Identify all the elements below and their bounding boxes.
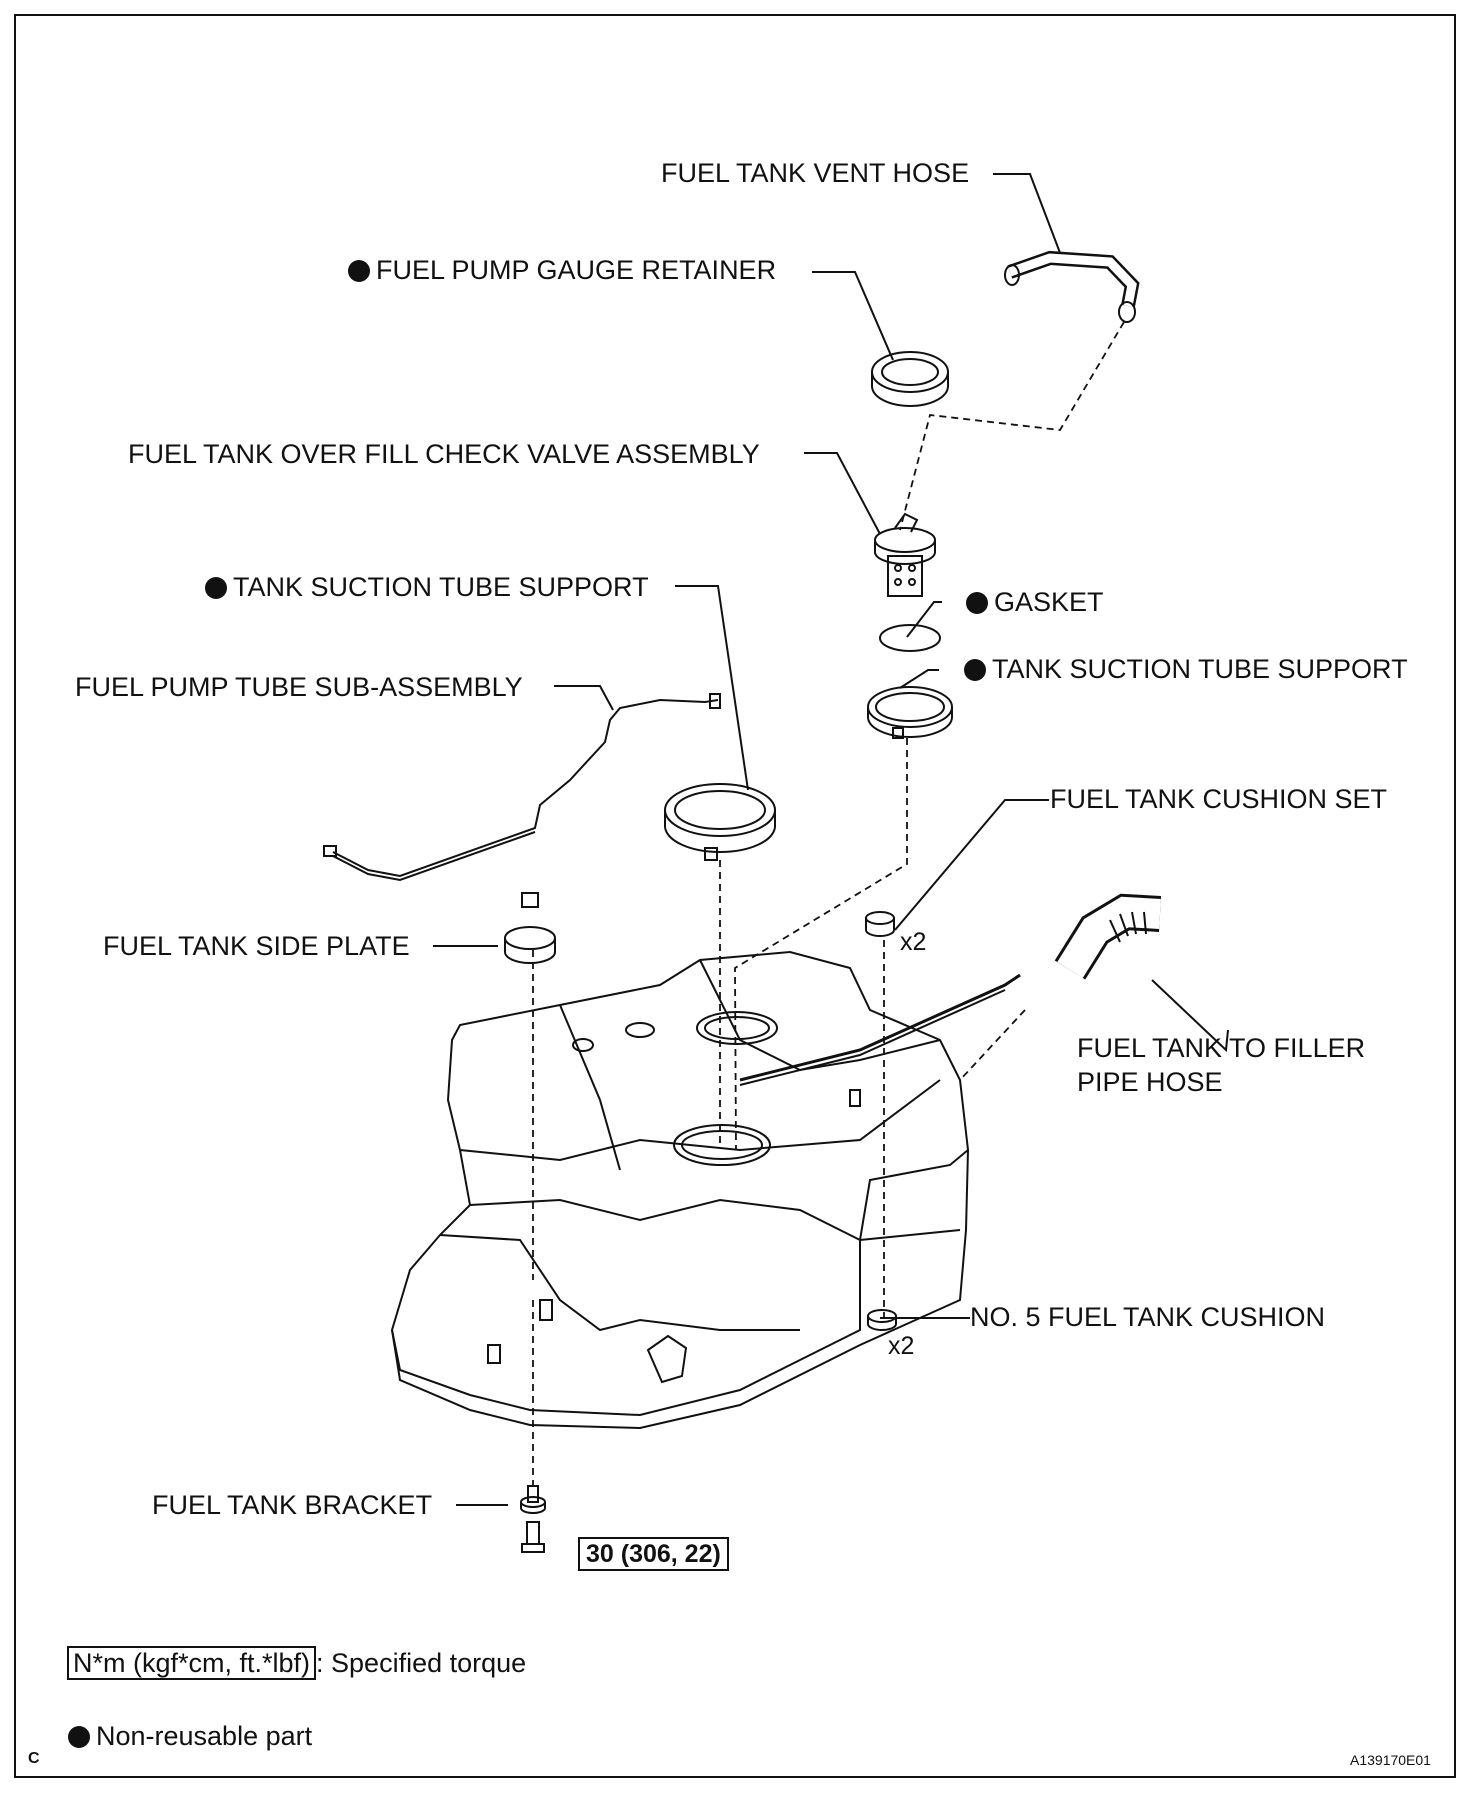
label-gauge-retainer-text: FUEL PUMP GAUGE RETAINER bbox=[376, 255, 777, 285]
bolt-part bbox=[521, 1521, 545, 1553]
non-reusable-dot-icon bbox=[964, 659, 986, 681]
label-suction-support-left-text: TANK SUCTION TUBE SUPPORT bbox=[233, 572, 649, 602]
label-gasket-text: GASKET bbox=[994, 587, 1104, 617]
corner-code-left: C bbox=[28, 1750, 40, 1767]
label-vent-hose: FUEL TANK VENT HOSE bbox=[661, 158, 970, 188]
diagram-frame bbox=[14, 14, 1456, 1778]
label-suction-support-left: TANK SUCTION TUBE SUPPORT bbox=[205, 572, 649, 602]
legend-nonreusable-text: Non-reusable part bbox=[96, 1721, 313, 1751]
label-filler-hose-line1: FUEL TANK TO FILLER bbox=[1077, 1033, 1366, 1063]
pump-tube-part bbox=[323, 693, 721, 882]
label-side-plate: FUEL TANK SIDE PLATE bbox=[103, 931, 410, 961]
qty-no5-cushion: x2 bbox=[888, 1332, 915, 1360]
qty-cushion-set: x2 bbox=[900, 928, 927, 956]
label-gasket: GASKET bbox=[966, 587, 1104, 617]
legend-torque-box: N*m (kgf*cm, ft.*lbf) bbox=[67, 1646, 317, 1680]
legend-nonreusable: Non-reusable part bbox=[68, 1721, 312, 1751]
suction-support-left-part bbox=[664, 783, 776, 861]
check-valve-part bbox=[874, 512, 936, 597]
label-suction-support-right-text: TANK SUCTION TUBE SUPPORT bbox=[992, 654, 1408, 684]
vent-hose-part bbox=[1004, 250, 1140, 323]
non-reusable-dot-icon bbox=[348, 260, 370, 282]
label-no5-cushion: NO. 5 FUEL TANK CUSHION bbox=[970, 1302, 1326, 1332]
label-bracket: FUEL TANK BRACKET bbox=[152, 1490, 433, 1520]
fuel-tank-body bbox=[390, 950, 1021, 1430]
corner-code-right: A139170E01 bbox=[1350, 1752, 1431, 1768]
legend-torque-text: : Specified torque bbox=[316, 1648, 527, 1678]
label-filler-hose-line2: PIPE HOSE bbox=[1077, 1067, 1223, 1097]
cushion-set-part bbox=[865, 911, 895, 937]
bracket-part bbox=[520, 1485, 546, 1514]
non-reusable-dot-icon bbox=[68, 1726, 90, 1748]
torque-spec-box: 30 (306, 22) bbox=[578, 1537, 729, 1571]
non-reusable-dot-icon bbox=[205, 577, 227, 599]
label-check-valve: FUEL TANK OVER FILL CHECK VALVE ASSEMBLY bbox=[128, 439, 760, 469]
gauge-retainer-part bbox=[871, 351, 949, 407]
label-gauge-retainer: FUEL PUMP GAUGE RETAINER bbox=[348, 255, 776, 285]
suction-support-right-part bbox=[867, 686, 953, 739]
non-reusable-dot-icon bbox=[966, 592, 988, 614]
no5-cushion-part bbox=[867, 1309, 897, 1331]
label-pump-tube: FUEL PUMP TUBE SUB-ASSEMBLY bbox=[75, 672, 523, 702]
assembly-lines bbox=[532, 321, 1125, 1490]
label-cushion-set: FUEL TANK CUSHION SET bbox=[1050, 784, 1388, 814]
gasket-part bbox=[879, 624, 941, 652]
label-suction-support-right: TANK SUCTION TUBE SUPPORT bbox=[964, 654, 1408, 684]
filler-hose-part bbox=[1054, 893, 1162, 980]
leader-lines bbox=[433, 173, 1229, 1506]
side-plate-part bbox=[504, 892, 556, 964]
legend-torque: N*m (kgf*cm, ft.*lbf): Specified torque bbox=[67, 1646, 526, 1680]
